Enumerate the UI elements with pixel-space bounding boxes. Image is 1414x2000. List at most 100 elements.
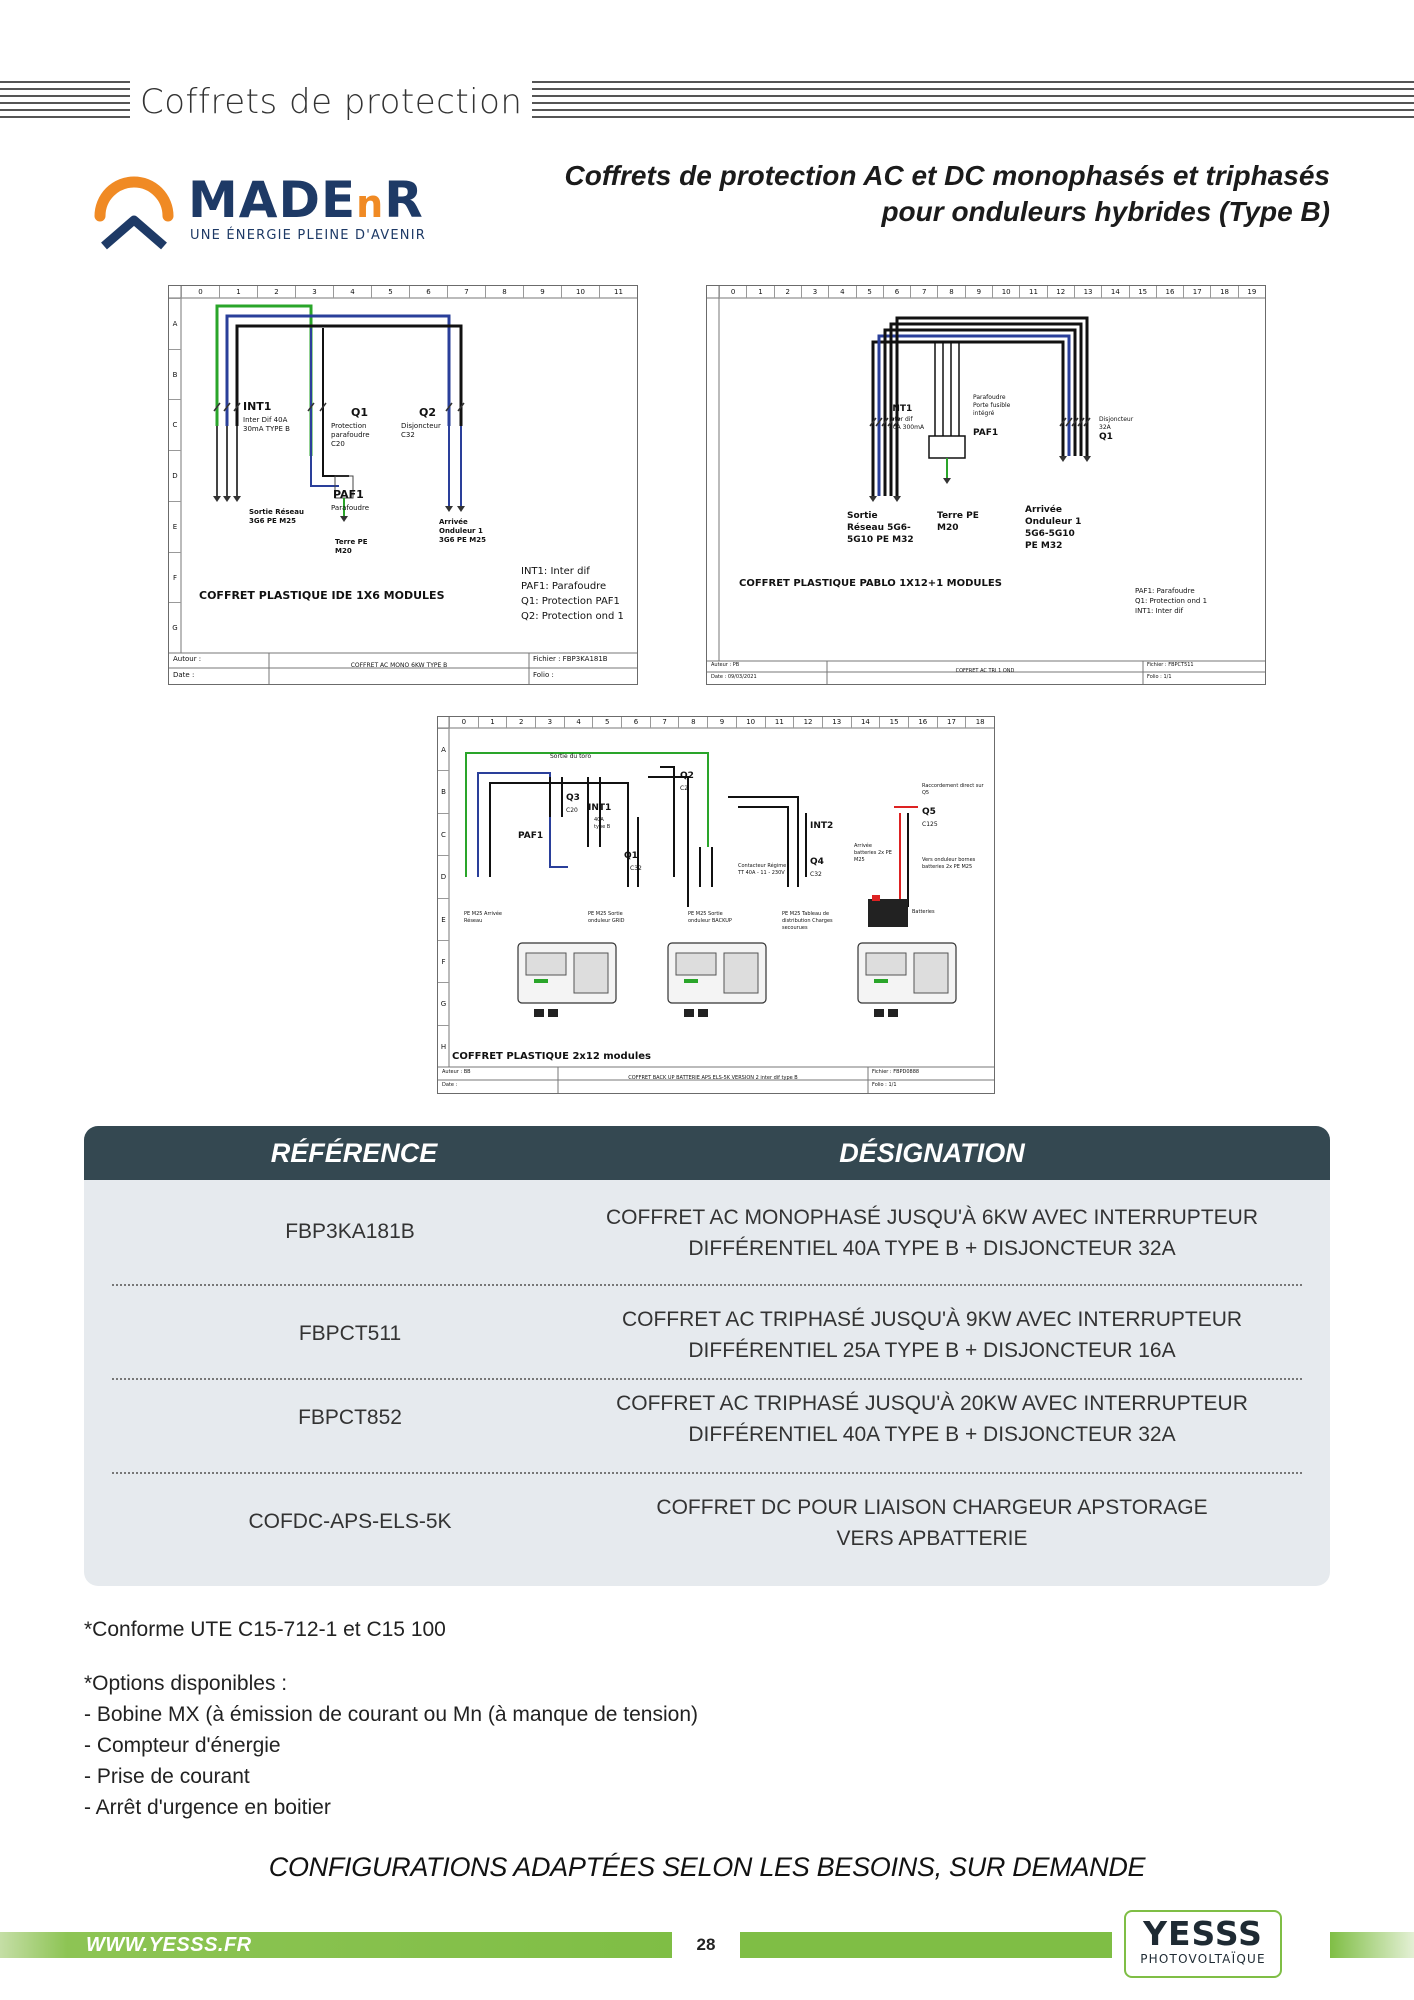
diagram-footer-author: Autour : [173, 655, 202, 663]
ruler-col-label: 2 [506, 717, 535, 728]
ruler-col-label: 11 [599, 286, 637, 298]
ruler-row-label: B [438, 770, 449, 812]
int1-label: INT1 [243, 400, 272, 413]
table-row: COFDC-APS-ELS-5K COFFRET DC POUR LIAISON… [84, 1492, 1330, 1572]
ruler-col-label: 13 [1073, 286, 1101, 298]
diagram-footer-author: Auteur : PB [711, 662, 740, 668]
ruler-col-label: 18 [1210, 286, 1237, 298]
ruler-col-label: 3 [800, 286, 828, 298]
diagram-2-drawing [707, 286, 1265, 684]
diagram-1-legend: INT1: Inter dif PAF1: Parafoudre Q1: Pro… [521, 564, 624, 624]
diagram-footer-file: Fichier : FBP3KA181B [533, 655, 608, 663]
footer-website-link[interactable]: WWW.YESSS.FR [86, 1934, 252, 1956]
option-item: - Compteur d'énergie [84, 1734, 281, 1757]
row-reference: FBP3KA181B [285, 1220, 415, 1243]
ruler-col-label: 6 [882, 286, 910, 298]
ruler-col-label: 15 [879, 717, 908, 728]
q1-desc: Protection parafoudre C20 [331, 422, 370, 448]
ruler-col-label: 6 [409, 286, 447, 298]
q1-desc: Disjoncteur 32A [1099, 416, 1134, 431]
header-reference: RÉFÉRENCE [270, 1138, 438, 1168]
headline-line-1: Coffrets de protection AC et DC monophas… [564, 160, 1330, 191]
designation-line: DIFFÉRENTIEL 40A TYPE B + DISJONCTEUR 32… [688, 1237, 1176, 1260]
diagram-footer-name: COFFRET BACK UP BATTERIE APS ELS-5K VERS… [628, 1075, 798, 1081]
ruler-col-label: 1 [746, 286, 773, 298]
q2-label: Q2 [680, 771, 694, 781]
diagram-footer-author: Auteur : BB [442, 1069, 471, 1075]
int2-label: INT2 [810, 821, 834, 831]
vers-onduleur-label: Vers onduleur bornes batteries 2x PE M25 [922, 857, 976, 870]
conformity-note: *Conforme UTE C15-712-1 et C15 100 [84, 1618, 446, 1641]
header-designation: DÉSIGNATION [839, 1138, 1025, 1168]
diagram-footer-folio: Folio : 1/1 [872, 1082, 897, 1088]
row-designation: COFFRET AC TRIPHASÉ JUSQU'À 9KW AVEC INT… [554, 1304, 1310, 1366]
designation-line: COFFRET AC MONOPHASÉ JUSQU'À 6KW AVEC IN… [606, 1206, 1258, 1229]
ruler-row-label: A [169, 298, 181, 349]
ruler-col-label: 0 [719, 286, 746, 298]
q5-desc: C125 [922, 821, 938, 828]
diagram-1-drawing [169, 286, 637, 684]
legend-item: Q1: Protection PAF1 [521, 596, 620, 607]
ruler-row-label: E [438, 897, 449, 940]
ruler-col-label: 5 [855, 286, 883, 298]
ruler-row-label: F [169, 551, 181, 603]
ruler-col-label: 7 [910, 286, 937, 298]
yesss-logo-name: YESSS [1143, 1914, 1263, 1953]
ruler-col-label: 14 [850, 717, 880, 728]
footer-bar-left [0, 1932, 672, 1958]
paf1-desc: Parafoudre Porte fusible intégré [973, 394, 1011, 417]
batteries-label: Batteries [912, 909, 935, 915]
ruler-col-label: 5 [371, 286, 409, 298]
sortie-reseau-label: Sortie Réseau 3G6 PE M25 [249, 508, 304, 525]
ruler-col-label: 0 [181, 286, 219, 298]
q4-label: Q4 [810, 857, 824, 867]
wiring-diagram-backup: Sortie du toro Q3 C20 INT1 40A type B PA… [437, 716, 995, 1094]
ruler-col-label: 15 [1128, 286, 1156, 298]
arrivee-onduleur-label: Arrivée Onduleur 1 3G6 PE M25 [439, 518, 486, 544]
ruler-row-label: D [169, 450, 181, 501]
brand-tagline: UNE ÉNERGIE PLEINE D'AVENIR [190, 228, 426, 243]
paf1-label: PAF1 [518, 831, 544, 841]
raccordement-label: Raccordement direct sur Q5 [922, 783, 984, 796]
ruler-col-label: 16 [907, 717, 937, 728]
ruler-row-label: F [438, 939, 449, 982]
q2-label: Q2 [419, 406, 437, 419]
option-item: - Arrêt d'urgence en boitier [84, 1796, 331, 1819]
diagram-2-box-title: COFFRET PLASTIQUE PABLO 1X12+1 MODULES [739, 578, 1002, 589]
pe-arrivee-reseau-label: PE M25 Arrivée Réseau [464, 911, 502, 924]
ruler-col-label: 18 [965, 717, 994, 728]
option-item: - Bobine MX (à émission de courant ou Mn… [84, 1703, 698, 1726]
ruler-col-label: 8 [485, 286, 523, 298]
paf1-label: PAF1 [333, 488, 364, 501]
ruler-col-label: 6 [621, 717, 650, 728]
page-headline: Coffrets de protection AC et DC monophas… [510, 158, 1330, 230]
int1-label: INT1 [588, 803, 612, 813]
ruler-row-label: G [438, 982, 449, 1024]
diagram-3-drawing [438, 717, 994, 1093]
ruler-col-label: 7 [649, 717, 679, 728]
ruler-col-label: 4 [333, 286, 371, 298]
ruler-col-label: 5 [592, 717, 621, 728]
int1-desc: Inter Dif 40A 30mA TYPE B [243, 416, 290, 433]
designation-line: VERS APBATTERIE [836, 1527, 1028, 1550]
pe-sortie-backup-label: PE M25 Sortie onduleur BACKUP [688, 911, 732, 924]
paf1-label: PAF1 [973, 428, 999, 438]
designation-line: DIFFÉRENTIEL 25A TYPE B + DISJONCTEUR 16… [688, 1339, 1176, 1362]
ruler-col-label: 2 [773, 286, 801, 298]
ruler-col-label: 8 [678, 717, 707, 728]
ruler-col-label: 2 [257, 286, 295, 298]
ruler-row-label: D [438, 855, 449, 897]
legend-item: INT1: Inter dif [1135, 607, 1184, 615]
footer-bar-right [1330, 1932, 1414, 1958]
arrivee-onduleur-label: Arrivée Onduleur 1 5G6-5G10 PE M32 [1025, 505, 1082, 551]
legend-item: PAF1: Parafoudre [1135, 587, 1195, 595]
ruler-col-label: 1 [477, 717, 507, 728]
row-separator [112, 1378, 1302, 1380]
ruler-col-label: 14 [1101, 286, 1128, 298]
row-separator [112, 1284, 1302, 1286]
